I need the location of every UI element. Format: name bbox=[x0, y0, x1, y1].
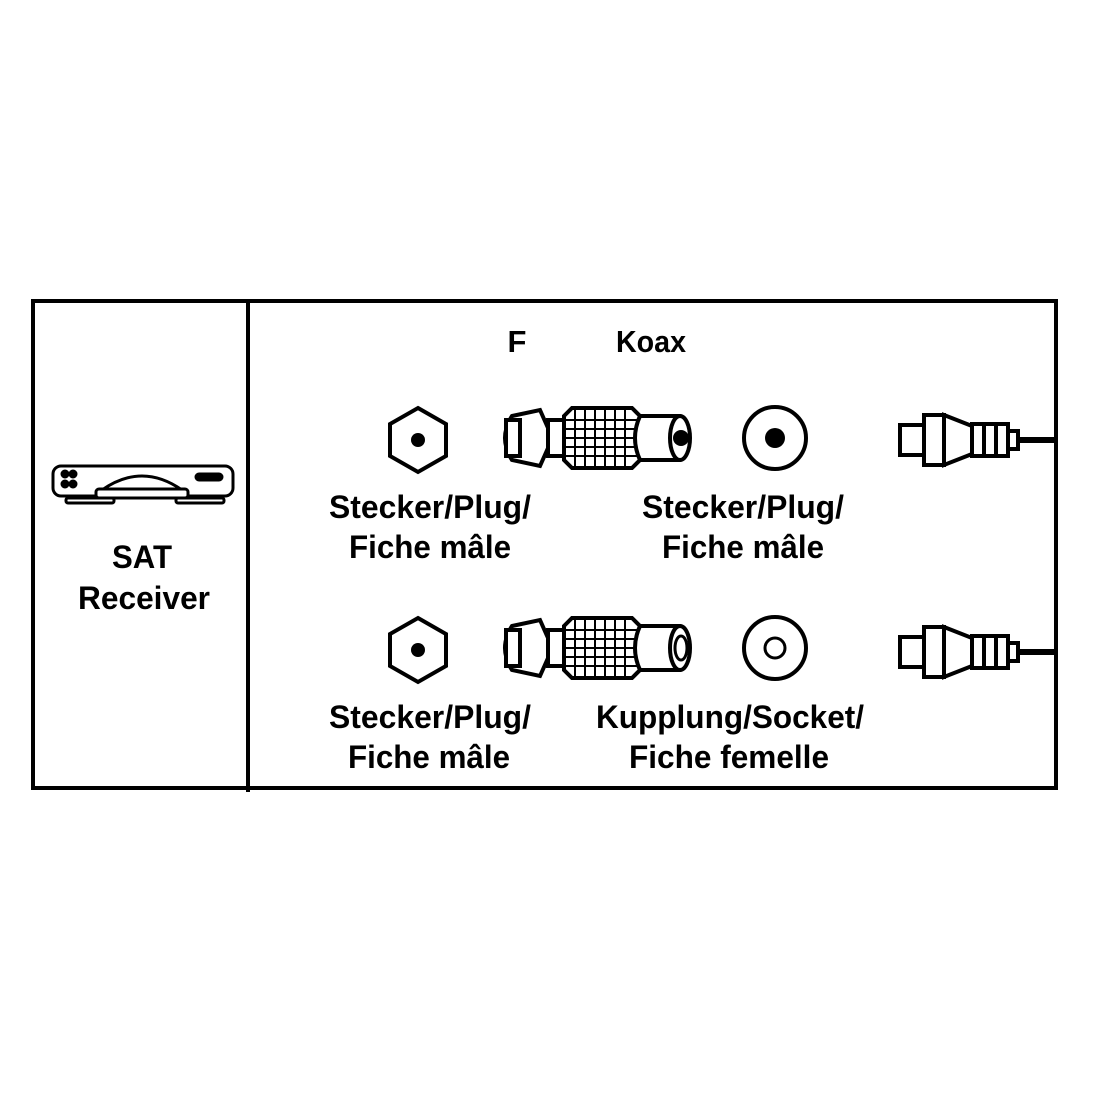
f-plug-hex-icon bbox=[388, 405, 448, 475]
f-plug-hex-icon bbox=[388, 615, 448, 685]
row1-left-label-line2: Fiche mâle bbox=[349, 529, 511, 565]
row1-right-label-line2: Fiche mâle bbox=[662, 529, 824, 565]
header-koax: Koax bbox=[616, 324, 687, 359]
f-to-koax-adapter-icon bbox=[503, 406, 692, 470]
row2-right-label-line2: Fiche femelle bbox=[629, 739, 829, 775]
device-label-line2: Receiver bbox=[78, 580, 210, 616]
row2-left-label-line2: Fiche mâle bbox=[348, 739, 510, 775]
f-to-koax-socket-adapter-icon bbox=[503, 616, 692, 680]
header-f: F bbox=[508, 324, 527, 359]
row1-left-label-line1: Stecker/Plug/ bbox=[329, 489, 531, 525]
row1-right-label-line1: Stecker/Plug/ bbox=[642, 489, 844, 525]
koax-socket-icon bbox=[742, 615, 808, 681]
koax-plug-icon bbox=[742, 405, 808, 471]
cable-plug-icon bbox=[900, 627, 1056, 677]
diagram-frame bbox=[31, 299, 1058, 790]
device-label-line1: SAT bbox=[112, 539, 172, 575]
row2-left-label-line1: Stecker/Plug/ bbox=[329, 699, 531, 735]
row2-right-label-line1: Kupplung/Socket/ bbox=[596, 699, 864, 735]
sat-receiver-icon bbox=[51, 464, 235, 505]
cable-plug-icon bbox=[900, 415, 1056, 465]
